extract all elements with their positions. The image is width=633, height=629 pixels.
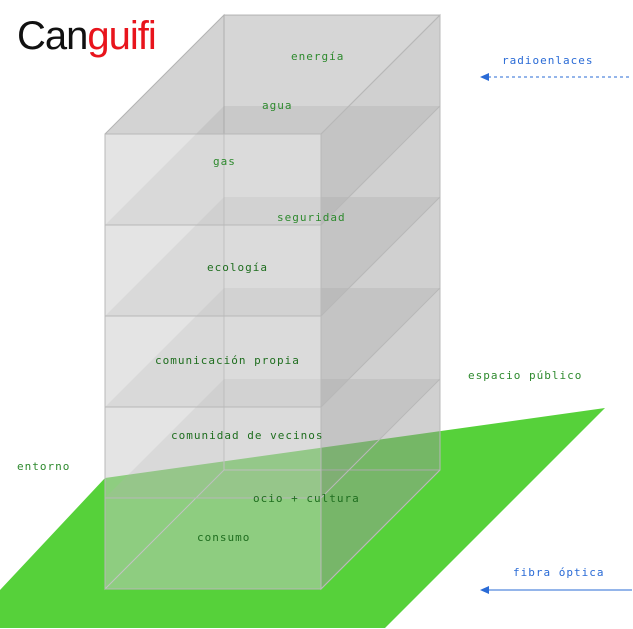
ground-plane [0,408,605,628]
label-espacio-publico: espacio público [468,369,583,382]
floor-edge-right [320,287,441,408]
building-box [104,13,441,591]
layer-label-ecologia: ecología [207,261,268,274]
canguifi-logo: Canguifi [17,12,157,60]
floor-edge-right [320,14,441,135]
layer-label-consumo: consumo [197,531,251,544]
floor-slab [105,379,440,498]
layer-label-comunidad-de-vecinos: comunidad de vecinos [171,429,324,442]
logo-part-can: Can [17,14,88,58]
floor-slab [105,15,440,134]
layer-label-seguridad: seguridad [277,211,346,224]
label-radioenlaces: radioenlaces [502,54,594,67]
floor-slab [105,106,440,225]
layer-label-comunicacion-propia: comunicación propia [155,354,300,367]
label-entorno: entorno [17,460,71,473]
floor-slab [105,197,440,316]
floor-slab [105,288,440,407]
radio-link-arrow [480,73,632,81]
layer-label-gas: gas [213,155,236,168]
floor-edge-right [320,378,441,499]
logo-part-guifi: guifi [87,14,156,58]
layer-label-ocio-cultura: ocio + cultura [253,492,360,505]
floor-edge-right [320,196,441,317]
layer-label-agua: agua [262,99,293,112]
layer-label-energia: energía [291,50,345,63]
floor-edge-right [320,105,441,226]
label-fibra-optica: fibra óptica [513,566,605,579]
fiber-link-arrow [480,586,632,594]
floor-edge-right [320,469,441,590]
floor-slab [105,470,440,589]
